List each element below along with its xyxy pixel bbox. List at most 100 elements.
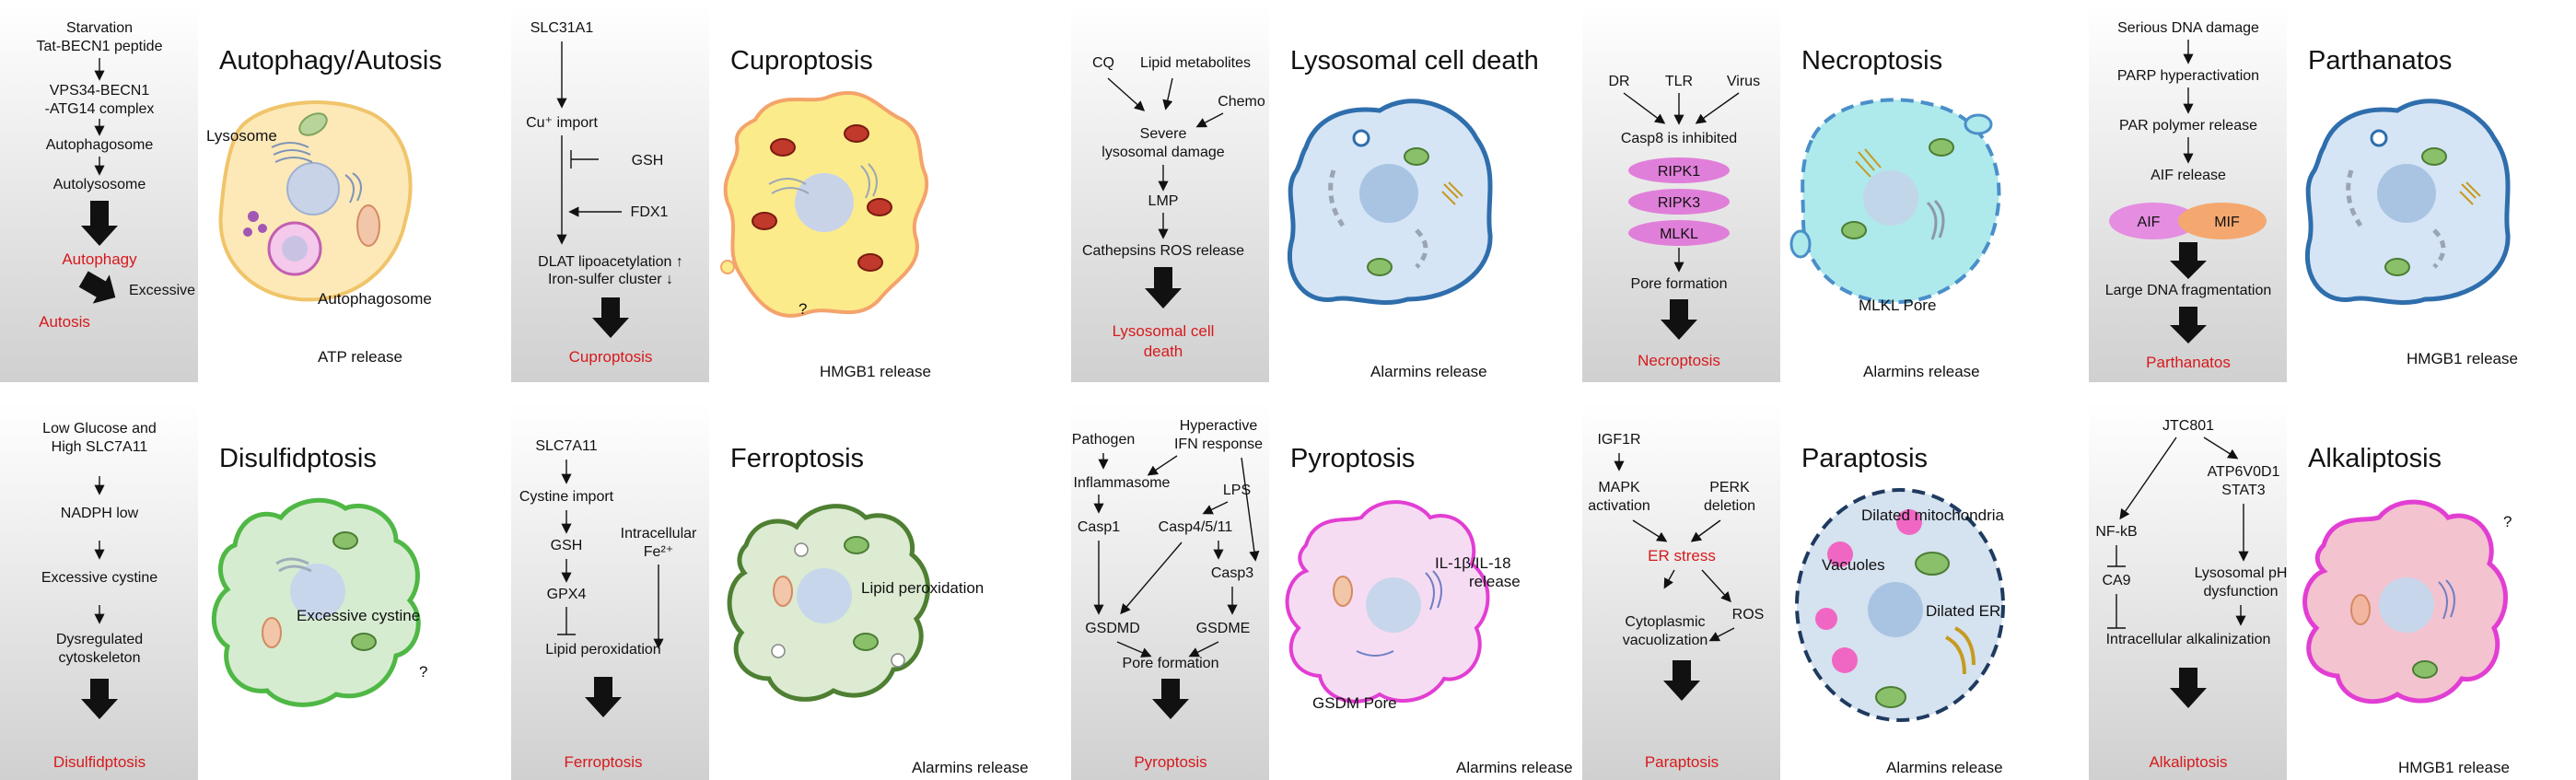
panel-title: Lysosomal cell death <box>1290 46 1539 76</box>
node-parp: PARP hyperactivation <box>2117 68 2259 84</box>
release-label: HMGB1 release <box>2398 759 2510 776</box>
node-gsdmd: GSDMD <box>1085 621 1140 636</box>
label-lipid-peroxidation: Lipid peroxidation <box>861 579 985 597</box>
node-deletion: deletion <box>1704 498 1755 514</box>
node-ripk3: RIPK3 <box>1658 195 1700 211</box>
outcome-parthanatos: Parthanatos <box>2146 354 2231 371</box>
outcome-ferroptosis: Ferroptosis <box>564 753 642 771</box>
label-lysosome: Lysosome <box>206 127 277 145</box>
node-dr: DR <box>1608 74 1629 89</box>
node-gpx4: GPX4 <box>547 587 587 602</box>
label-mlkl-pore: MLKL Pore <box>1859 297 1937 314</box>
node-autolysosome: Autolysosome <box>53 177 146 192</box>
node-er-stress: ER stress <box>1648 547 1716 565</box>
outcome-autosis: Autosis <box>39 313 90 331</box>
panel-ferroptosis: SLC7A11 Cystine import GSH GPX4 Intracel… <box>511 398 1029 780</box>
label-il1b-release: release <box>1469 573 1521 590</box>
node-atp6v0d1: ATP6V0D1 <box>2208 464 2280 480</box>
node-nfkb: NF-kB <box>2095 524 2137 540</box>
node-high-slc7a11: High SLC7A11 <box>52 439 148 455</box>
panel-title: Alkaliptosis <box>2308 444 2442 473</box>
outcome-necroptosis: Necroptosis <box>1638 352 1720 369</box>
node-lmp: LMP <box>1148 193 1179 209</box>
node-vps34-complex: VPS34-BECN1 <box>50 83 150 99</box>
node-severe: Severe <box>1140 126 1187 142</box>
pathway-cuproptosis: SLC31A1 Cu⁺ import GSH FDX1 DLAT lipoace… <box>511 5 709 382</box>
node-tat-becn1: Tat-BECN1 peptide <box>37 39 163 54</box>
node-gsh: GSH <box>551 538 583 553</box>
node-activation: activation <box>1588 498 1650 514</box>
node-pore-formation: Pore formation <box>1123 656 1219 671</box>
label-dilated-mitochondria: Dilated mitochondria <box>1861 506 2004 524</box>
node-jtc801: JTC801 <box>2162 418 2214 434</box>
outcome-lysosomal-1: Lysosomal cell <box>1113 322 1215 340</box>
cell-illustration-lysosomal <box>1287 99 1493 305</box>
node-stat3: STAT3 <box>2221 483 2266 498</box>
release-label: Alarmins release <box>1886 759 2003 776</box>
panel-lysosomal-cell-death: CQ Lipid metabolites Chemo Severe lysoso… <box>1071 0 1539 382</box>
outcome-lysosomal-2: death <box>1144 343 1183 360</box>
pathway-disulfidptosis: Low Glucose and High SLC7A11 NADPH low E… <box>0 402 198 780</box>
node-lysosomal-damage: lysosomal damage <box>1102 145 1225 160</box>
node-hyperactive: Hyperactive <box>1180 418 1258 434</box>
node-starvation: Starvation <box>66 20 133 36</box>
node-cathepsins: Cathepsins ROS release <box>1082 243 1244 259</box>
node-chemo: Chemo <box>1218 94 1265 110</box>
release-label: Alarmins release <box>1863 363 1980 380</box>
node-casp8: Casp8 is inhibited <box>1621 131 1737 146</box>
release-label: ATP release <box>318 348 402 366</box>
node-slc31a1: SLC31A1 <box>530 20 594 36</box>
node-aif-release: AIF release <box>2151 168 2226 183</box>
node-aif: AIF <box>2138 215 2161 230</box>
node-dna-fragmentation: Large DNA fragmentation <box>2105 283 2272 298</box>
node-pathogen: Pathogen <box>1072 432 1136 448</box>
node-atg14: -ATG14 complex <box>45 101 155 117</box>
cell-illustration-pyroptosis <box>1285 500 1490 704</box>
pathway-ferroptosis: SLC7A11 Cystine import GSH GPX4 Intracel… <box>511 402 709 780</box>
label-gsdm-pore: GSDM Pore <box>1312 694 1397 712</box>
node-tlr: TLR <box>1665 74 1693 89</box>
outcome-alkaliptosis: Alkaliptosis <box>2149 753 2227 771</box>
node-ros: ROS <box>1732 607 1765 623</box>
node-pore-formation: Pore formation <box>1631 276 1728 292</box>
panel-pyroptosis: Pathogen Hyperactive IFN response Inflam… <box>1071 398 1573 780</box>
node-gsh: GSH <box>632 153 664 169</box>
node-perk: PERK <box>1709 480 1750 495</box>
outcome-pyroptosis: Pyroptosis <box>1134 753 1206 771</box>
node-excessive-cystine: Excessive cystine <box>41 570 157 586</box>
label-excessive-cystine: Excessive cystine <box>297 607 421 624</box>
label-il1b: IL-1β/IL-18 <box>1435 554 1511 572</box>
panel-cuproptosis: SLC31A1 Cu⁺ import GSH FDX1 DLAT lipoace… <box>511 0 939 382</box>
cell-illustration-autophagy <box>218 100 413 302</box>
node-gsdme: GSDME <box>1196 621 1251 636</box>
panel-necroptosis: DR TLR Virus Casp8 is inhibited RIPK1 RI… <box>1582 0 2011 382</box>
node-lipid-peroxidation: Lipid peroxidation <box>545 642 660 658</box>
release-label: Alarmins release <box>912 759 1029 776</box>
node-nadph-low: NADPH low <box>61 506 139 521</box>
node-casp4511: Casp4/5/11 <box>1159 519 1233 535</box>
label-vacuoles: Vacuoles <box>1822 556 1885 574</box>
node-casp1: Casp1 <box>1078 519 1120 535</box>
node-dna-damage: Serious DNA damage <box>2117 20 2259 36</box>
panel-title: Pyroptosis <box>1290 444 1416 473</box>
panel-parthanatos: Serious DNA damage PARP hyperactivation … <box>2089 0 2518 382</box>
label-autophagosome: Autophagosome <box>318 290 432 308</box>
outcome-paraptosis: Paraptosis <box>1645 753 1719 771</box>
release-label: HMGB1 release <box>2407 350 2518 367</box>
node-dysregulated: Dysregulated <box>56 632 143 647</box>
node-cu-import: Cu⁺ import <box>526 115 598 131</box>
outcome-cuproptosis: Cuproptosis <box>569 348 653 366</box>
node-mapk: MAPK <box>1598 480 1640 495</box>
cell-illustration-necroptosis <box>1789 98 2001 305</box>
cell-illustration-paraptosis <box>1795 488 2005 722</box>
release-label: HMGB1 release <box>820 363 931 380</box>
panel-paraptosis: IGF1R MAPK activation PERK deletion ER s… <box>1582 398 2011 780</box>
outcome-disulfidptosis: Disulfidptosis <box>53 753 146 771</box>
release-label: Alarmins release <box>1370 363 1487 380</box>
panel-disulfidptosis: Low Glucose and High SLC7A11 NADPH low E… <box>0 398 428 780</box>
release-label: Alarmins release <box>1456 759 1573 776</box>
node-cystine-import: Cystine import <box>519 489 614 505</box>
node-inflammasome: Inflammasome <box>1074 475 1171 491</box>
node-casp3: Casp3 <box>1211 565 1253 581</box>
node-igf1r: IGF1R <box>1597 432 1640 448</box>
